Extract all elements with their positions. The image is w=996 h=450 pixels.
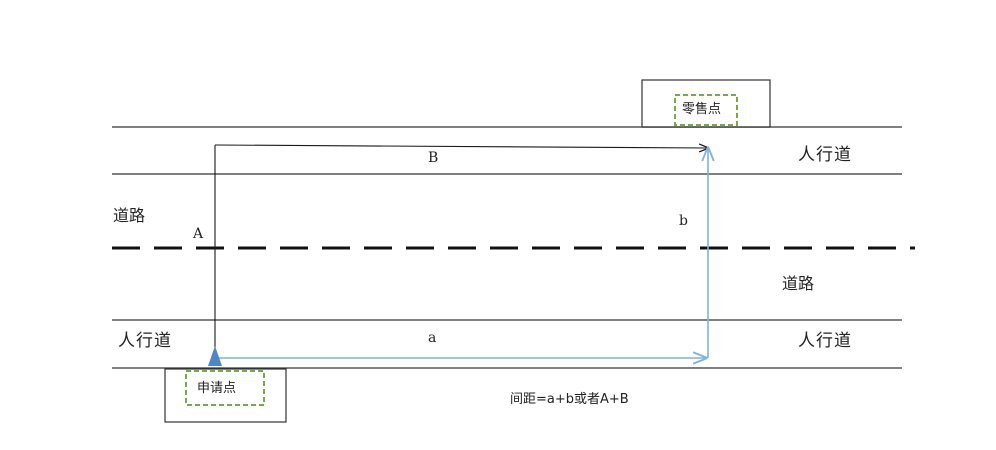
road-label-right: 道路 <box>782 274 815 293</box>
distance-label-a: a <box>428 330 437 346</box>
distance-label-b: b <box>679 213 688 229</box>
retail-point-label: 零售点 <box>682 102 722 117</box>
distance-formula: 间距=a+b或者A+B <box>510 392 629 407</box>
application-point-dashed-box <box>185 370 265 406</box>
location-marker-icon <box>208 346 222 366</box>
application-point-label: 申请点 <box>197 381 237 396</box>
retail-point-dashed-box <box>674 94 738 126</box>
sidewalk-label-bottom-left: 人行道 <box>118 331 172 351</box>
road-label-left: 道路 <box>113 206 146 225</box>
sidewalk-label-top-right: 人行道 <box>798 145 852 165</box>
distance-label-A: A <box>193 226 204 242</box>
path-B-line <box>214 145 708 148</box>
distance-label-B: B <box>428 150 439 166</box>
sidewalk-label-bottom-right: 人行道 <box>798 331 852 351</box>
